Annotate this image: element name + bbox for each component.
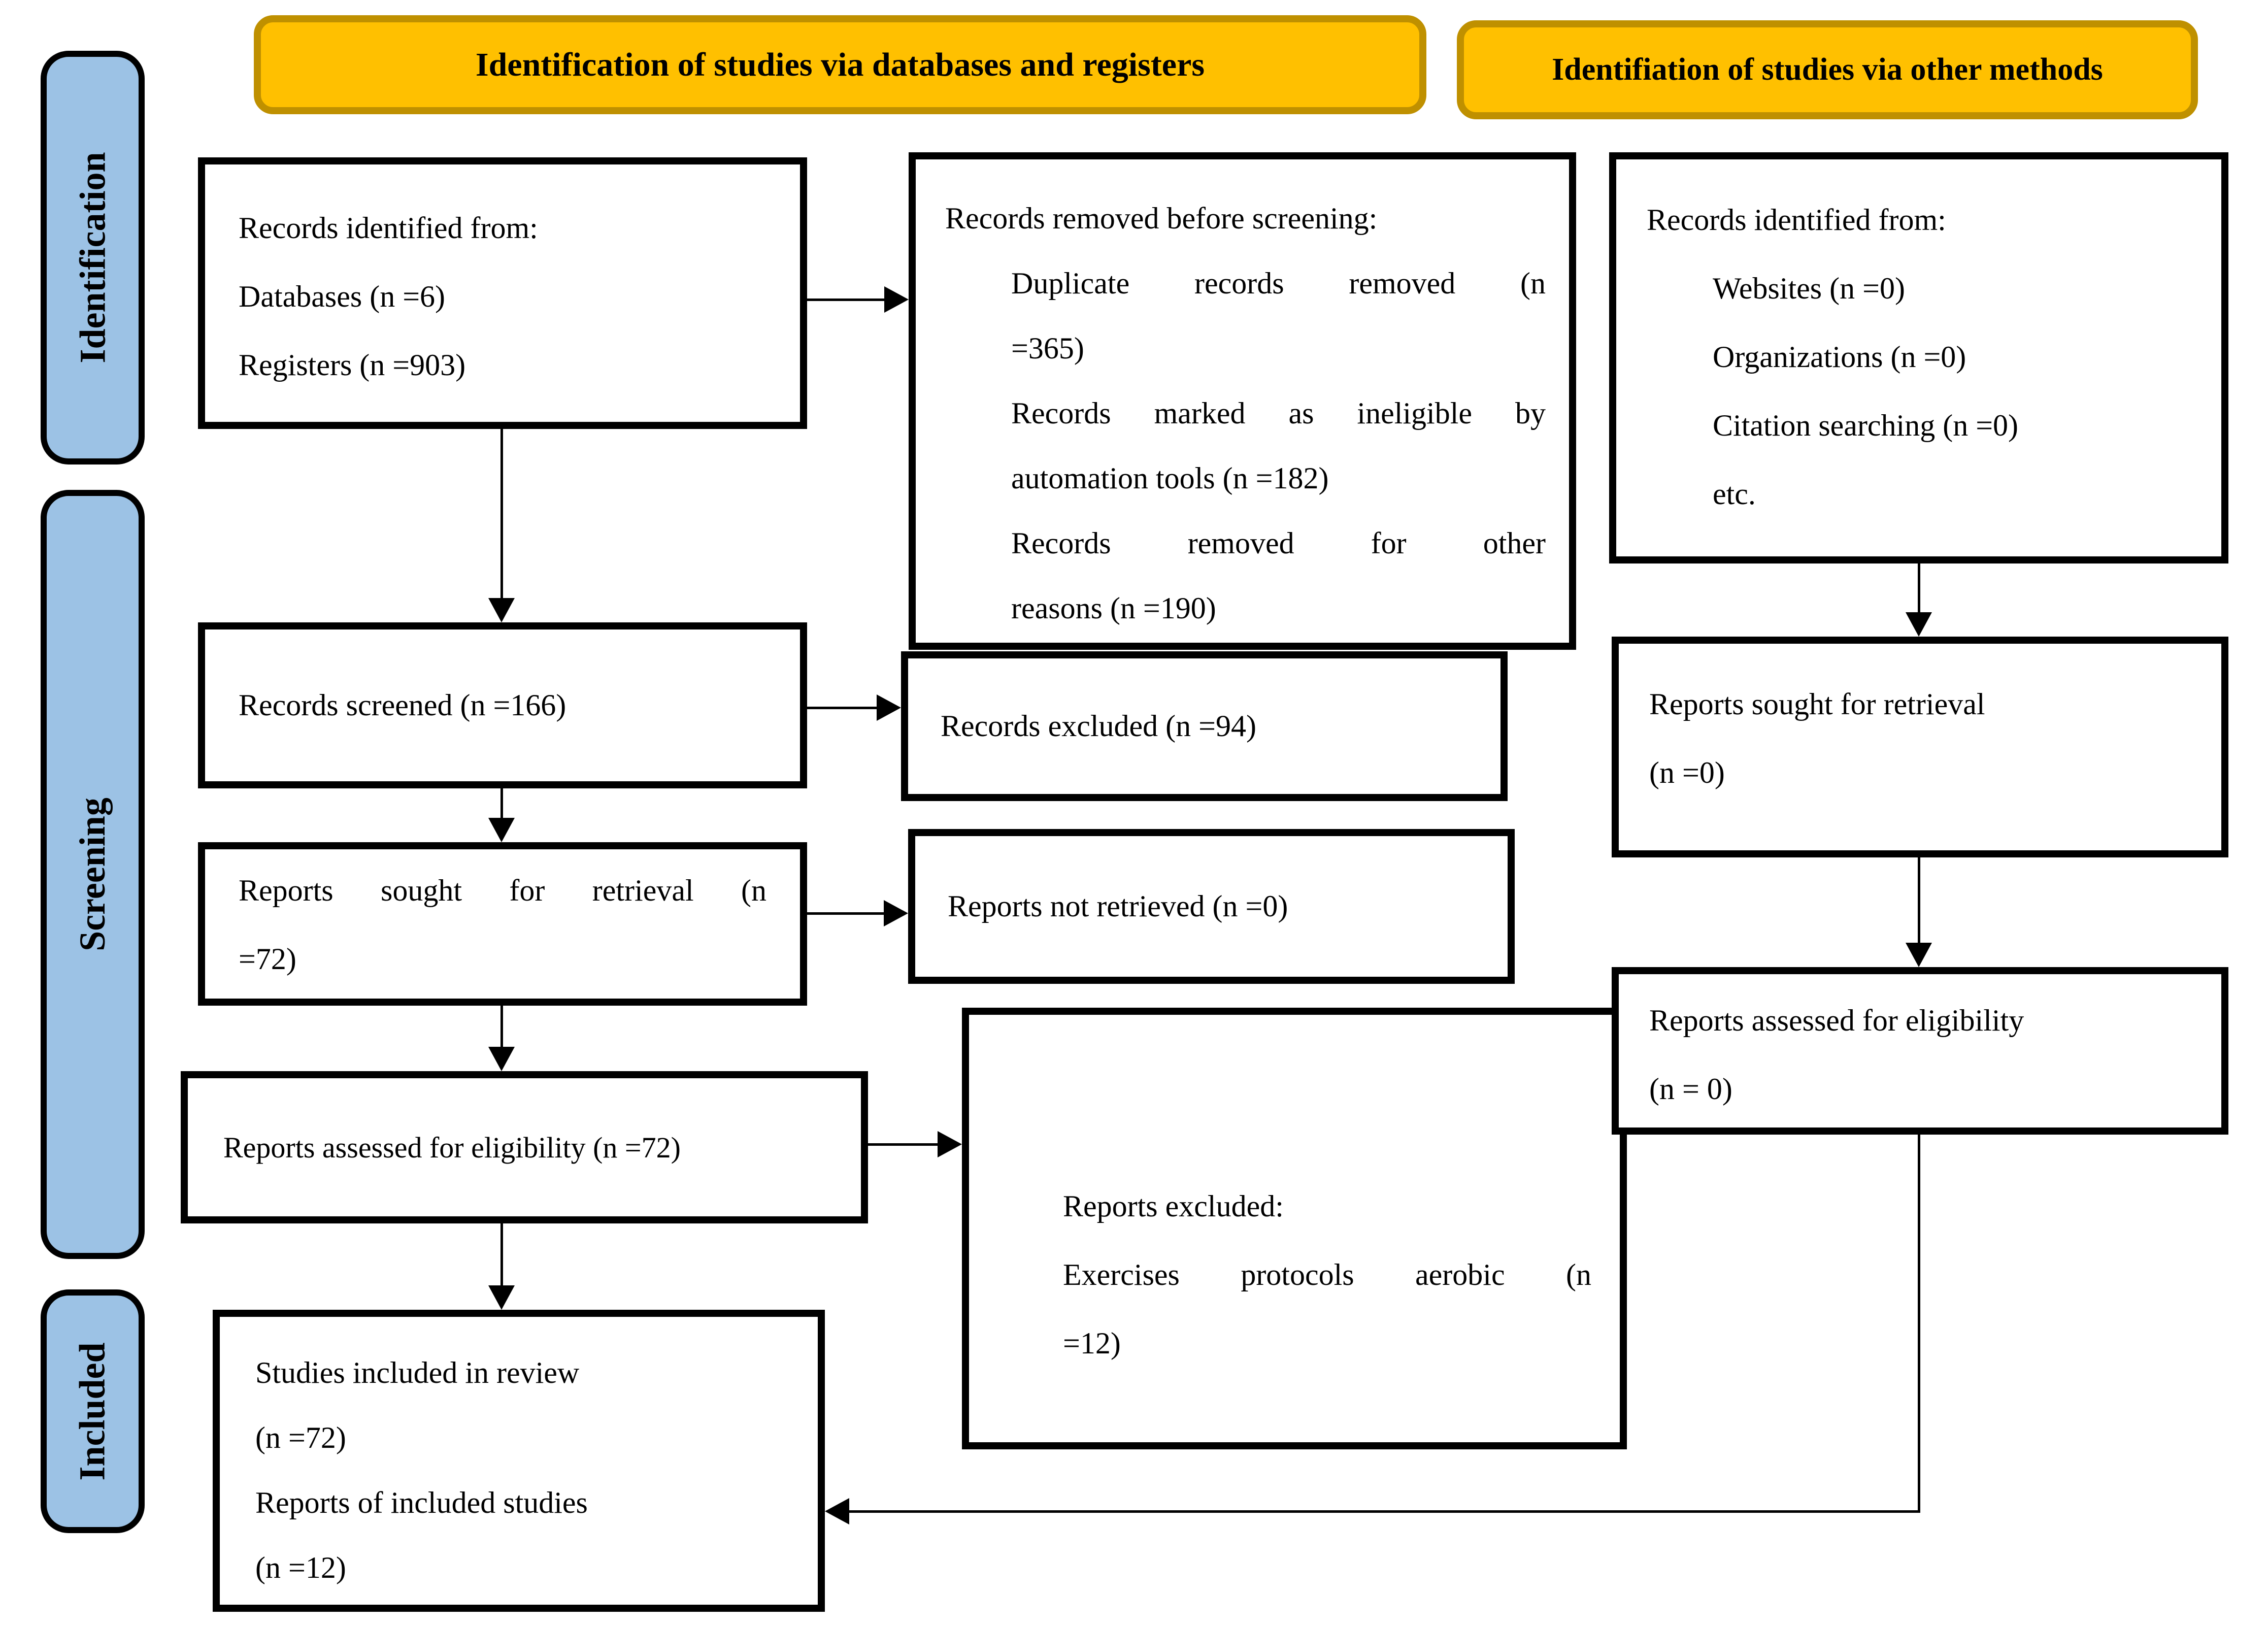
box-records-identified-databases: Records identified from: Databases (n =6… [198,157,807,429]
arrowhead-down-icon [488,818,515,842]
box-text-line: Records marked as ineligible by [1011,396,1546,430]
box-reports-not-retrieved: Reports not retrieved (n =0) [908,829,1515,984]
connector-other-assessed-down [1918,1135,1920,1512]
arrowhead-right-icon [938,1131,962,1157]
box-records-removed: Records removed before screening: Duplic… [909,152,1576,650]
connector-sought-to-assessed [501,1006,503,1048]
connector-identified-to-removed [807,299,888,301]
box-text-line: Reports sought for retrieval [1649,687,1985,721]
connector-sought-to-not-retrieved [807,912,886,915]
box-text-line: Records identified from: [239,211,538,245]
box-text-line: Records removed for other [1011,526,1546,560]
stage-screening-label: Screening [72,798,113,951]
box-text-line: =365) [1011,331,1084,365]
box-text-line: Reports assessed for eligibility (n =72) [223,1131,681,1164]
arrowhead-left-icon [825,1498,849,1524]
box-reports-sought-other: Reports sought for retrieval (n =0) [1612,637,2228,857]
box-records-screened: Records screened (n =166) [198,622,807,788]
stage-screening: Screening [41,490,145,1259]
box-text-line: Duplicate records removed (n [1011,267,1546,300]
connector-screened-to-excluded [807,707,878,709]
box-text-line: Reports of included studies [255,1486,588,1519]
arrowhead-down-icon [1906,612,1932,637]
box-reports-sought-databases: Reports sought for retrieval (n =72) [198,842,807,1006]
arrowhead-down-icon [1906,943,1932,967]
box-reports-assessed-other: Reports assessed for eligibility (n = 0) [1612,967,2228,1135]
box-text-line: =12) [1063,1326,1121,1360]
connector-other-assessed-to-included [848,1510,1920,1513]
banner-other-methods-label: Identifiation of studies via other metho… [1552,52,2103,87]
box-text-line: Records removed before screening: [945,202,1378,235]
banner-databases-registers-label: Identification of studies via databases … [475,46,1205,83]
stage-included: Included [41,1289,145,1533]
box-text-line: =72) [239,942,296,976]
arrowhead-right-icon [884,286,909,313]
connector-assessed-to-included [501,1223,503,1286]
stage-included-label: Included [72,1342,113,1481]
arrowhead-right-icon [877,694,901,721]
connector-other-identified-to-sought [1918,563,1920,613]
arrowhead-down-icon [488,1047,515,1071]
box-text-line: Studies included in review [255,1356,580,1389]
box-text-line: Reports excluded: [1063,1189,1284,1223]
box-text-line: Reports assessed for eligibility [1649,1004,2024,1037]
arrowhead-right-icon [884,900,908,926]
stage-identification-label: Identification [72,152,113,363]
box-reports-excluded: Reports excluded: Exercises protocols ae… [962,1008,1627,1449]
box-records-excluded: Records excluded (n =94) [901,651,1508,801]
box-text-line: etc. [1713,477,1756,511]
box-studies-included: Studies included in review (n =72) Repor… [213,1310,825,1612]
box-text-line: Citation searching (n =0) [1713,409,2019,442]
connector-other-sought-to-assessed [1918,857,1920,944]
banner-databases-registers: Identification of studies via databases … [254,15,1426,114]
box-text-line: (n = 0) [1649,1072,1732,1106]
box-text-line: Records identified from: [1647,203,1946,237]
box-text-line: Databases (n =6) [239,280,446,313]
connector-screened-to-sought [501,788,503,819]
box-text-line: Records excluded (n =94) [941,709,1256,743]
box-text-line: (n =12) [255,1551,346,1584]
box-text-line: automation tools (n =182) [1011,461,1329,495]
box-text-line: Registers (n =903) [239,348,466,382]
box-records-identified-other: Records identified from: Websites (n =0)… [1609,152,2228,563]
box-text-line: reasons (n =190) [1011,591,1216,625]
box-text-line: Websites (n =0) [1713,272,1905,305]
connector-identified-to-screened [501,429,503,600]
box-text-line: Reports not retrieved (n =0) [948,889,1288,923]
connector-assessed-to-reports-excluded [868,1143,939,1146]
arrowhead-down-icon [488,598,515,622]
box-text-line: (n =0) [1649,756,1725,789]
box-text-line: Organizations (n =0) [1713,340,1966,374]
box-reports-assessed-databases: Reports assessed for eligibility (n =72) [181,1071,868,1223]
banner-other-methods: Identifiation of studies via other metho… [1457,20,2198,119]
stage-identification: Identification [41,51,145,465]
box-text-line: Reports sought for retrieval (n [239,874,766,907]
box-text-line: Exercises protocols aerobic (n [1063,1258,1591,1291]
box-text-line: (n =72) [255,1421,346,1454]
arrowhead-down-icon [488,1285,515,1310]
box-text-line: Records screened (n =166) [239,688,566,722]
